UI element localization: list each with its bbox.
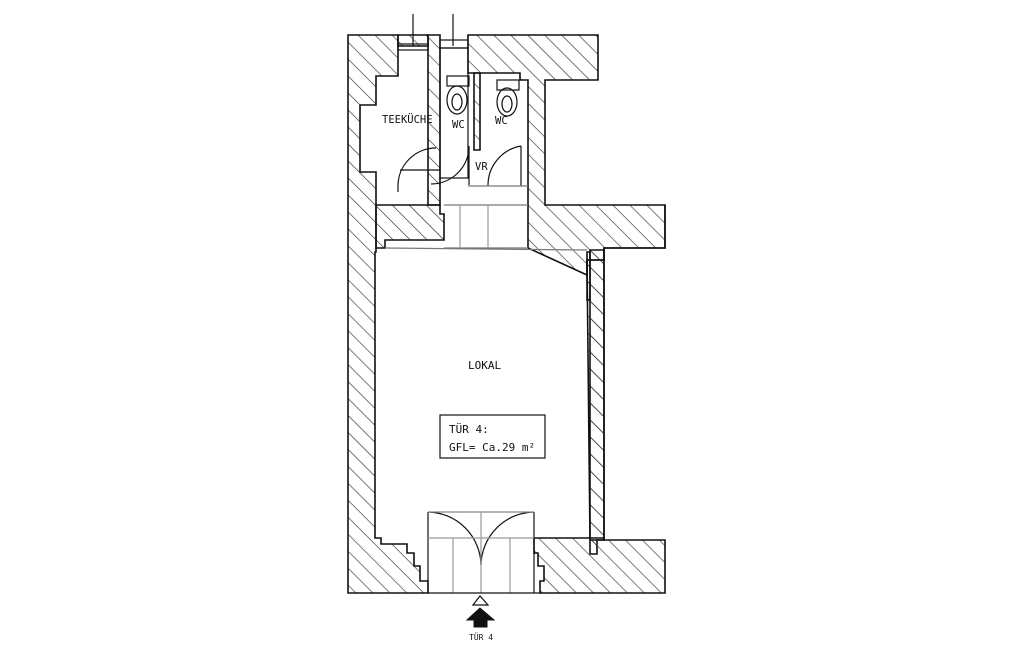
- room-label-wc2: WC: [495, 115, 508, 127]
- entrance-arrow-icon: [465, 607, 496, 628]
- unit-info-title: TÜR 4:: [449, 423, 489, 436]
- linework: [384, 14, 588, 606]
- shaft-cap: [439, 39, 469, 49]
- room-label-lokal: LOKAL: [468, 359, 501, 372]
- room-label-teekueche: TEEKÜCHE: [382, 113, 433, 126]
- wc-separator: [473, 72, 481, 151]
- wc1-door-swing: [430, 145, 470, 185]
- wc1-tank: [446, 75, 470, 87]
- entrance-door-swing-left: [427, 511, 482, 566]
- wc1-room: [439, 47, 469, 179]
- lokal-top-line: [384, 247, 588, 251]
- room-label-wc1: WC: [452, 119, 465, 131]
- shaft-cap-left: [397, 43, 429, 51]
- bottom-wall-right: [533, 537, 666, 594]
- kitchen-wall-bottom: [375, 204, 445, 249]
- wc1-toilet: [446, 85, 468, 115]
- left-wall: [347, 34, 429, 594]
- kitchen-door-swing: [397, 147, 437, 187]
- walls: [347, 34, 666, 594]
- top-wall-right: [467, 34, 666, 277]
- wc2-tank: [496, 79, 520, 91]
- wc1-bowl: [451, 93, 463, 111]
- entrance-door-swing-right: [480, 511, 535, 566]
- room-label-vr: VR: [475, 161, 488, 173]
- unit-info-box: [439, 414, 546, 459]
- right-jamb: [586, 251, 591, 301]
- entrance-triangle-icon: [471, 595, 490, 606]
- right-wall-body: [589, 249, 605, 541]
- unit-info-area: GFL= Ca.29 m²: [449, 441, 535, 454]
- wc2-toilet: [496, 87, 518, 117]
- wc2-door-swing: [487, 145, 522, 187]
- wc2-bowl: [501, 95, 513, 113]
- entrance-label: TÜR 4: [469, 632, 493, 642]
